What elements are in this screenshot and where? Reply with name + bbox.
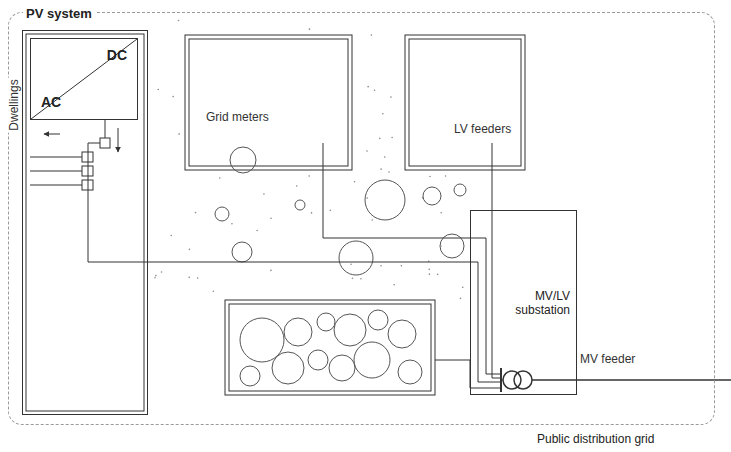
dot	[390, 96, 392, 98]
dot	[460, 298, 462, 300]
service-wire	[88, 262, 148, 263]
dot	[309, 28, 311, 30]
dwelling-inner-border	[26, 34, 144, 411]
dot	[391, 137, 393, 139]
dot	[379, 138, 381, 140]
building-inner	[229, 304, 431, 391]
dot	[380, 265, 382, 267]
dot	[350, 263, 352, 265]
dot	[352, 277, 354, 279]
dot	[380, 168, 382, 170]
dot	[270, 270, 272, 272]
dot	[374, 90, 376, 92]
dots	[154, 20, 463, 300]
dot	[189, 249, 191, 251]
dot	[440, 212, 442, 214]
dot	[329, 209, 331, 211]
feeder-line	[148, 261, 470, 262]
node-title: DC	[107, 47, 127, 64]
dot	[382, 113, 384, 115]
part-label: MV feeder	[578, 352, 637, 366]
building-inner	[189, 39, 348, 166]
inverter-box: DC AC	[30, 38, 138, 120]
dot	[231, 223, 233, 225]
dot	[401, 265, 403, 267]
lv-feeder-wire	[492, 143, 501, 378]
transformer-symbol	[503, 371, 521, 389]
substation-box: MV/LV substation	[470, 210, 577, 395]
inverter-output-wire	[105, 120, 106, 138]
flow-arrow	[44, 134, 60, 135]
dot	[263, 193, 265, 195]
dot	[155, 275, 157, 277]
busbar	[500, 368, 502, 392]
dot	[384, 156, 386, 158]
dot	[428, 269, 430, 271]
dot	[154, 277, 156, 279]
lv-feeder-wire	[470, 262, 501, 382]
grid-meters	[215, 147, 466, 275]
node-title: PV system	[23, 6, 95, 22]
dot	[440, 245, 442, 247]
dot	[157, 89, 159, 91]
dot	[354, 181, 356, 183]
dot	[371, 219, 373, 221]
dot	[462, 286, 464, 288]
dot	[366, 150, 368, 152]
building	[405, 35, 525, 170]
meter-cluster	[240, 310, 422, 386]
part-label: Grid meters	[204, 110, 271, 124]
meter-box	[100, 138, 110, 148]
apartment-feeder	[30, 171, 82, 172]
dot	[188, 277, 190, 279]
part-label: LV feeders	[452, 122, 513, 136]
dot	[219, 177, 221, 179]
dot	[429, 273, 431, 275]
node-title: Public distribution grid	[534, 432, 657, 446]
apartment-feeder	[30, 185, 82, 186]
dot	[367, 86, 369, 88]
dot	[371, 34, 373, 36]
lv-feeder-wire	[323, 143, 501, 374]
building	[185, 35, 352, 170]
apartment-feeder	[30, 157, 82, 158]
dot	[161, 271, 163, 273]
dot	[170, 235, 172, 237]
dot	[197, 277, 199, 279]
lv-feeder-wire	[435, 360, 501, 388]
dot	[195, 212, 197, 214]
dot	[270, 217, 272, 219]
node-title: MV/LV substation	[506, 289, 570, 318]
dot	[429, 176, 431, 178]
transformer-symbol	[514, 371, 532, 389]
dot	[422, 197, 424, 199]
dot	[360, 278, 362, 280]
side-label: Dwellings	[7, 77, 21, 132]
diagonal-line	[31, 39, 137, 119]
dot	[308, 175, 310, 177]
dot	[178, 133, 180, 135]
dot	[445, 175, 447, 177]
dot	[388, 171, 390, 173]
dot	[296, 185, 298, 187]
dot	[393, 284, 395, 286]
mv-feeder-line	[532, 379, 731, 381]
dot	[437, 274, 439, 276]
dot	[172, 96, 174, 98]
node-text: AC	[41, 94, 61, 111]
flow-arrow	[118, 128, 119, 152]
building-inner	[409, 39, 521, 166]
wire	[88, 143, 100, 144]
bus-wire	[88, 143, 89, 262]
dot	[256, 230, 258, 232]
dot	[178, 20, 180, 22]
dwelling-box: DCACPV system	[22, 30, 148, 415]
dot	[366, 197, 368, 199]
dot	[311, 212, 313, 214]
dot	[213, 290, 215, 292]
building	[225, 300, 435, 395]
